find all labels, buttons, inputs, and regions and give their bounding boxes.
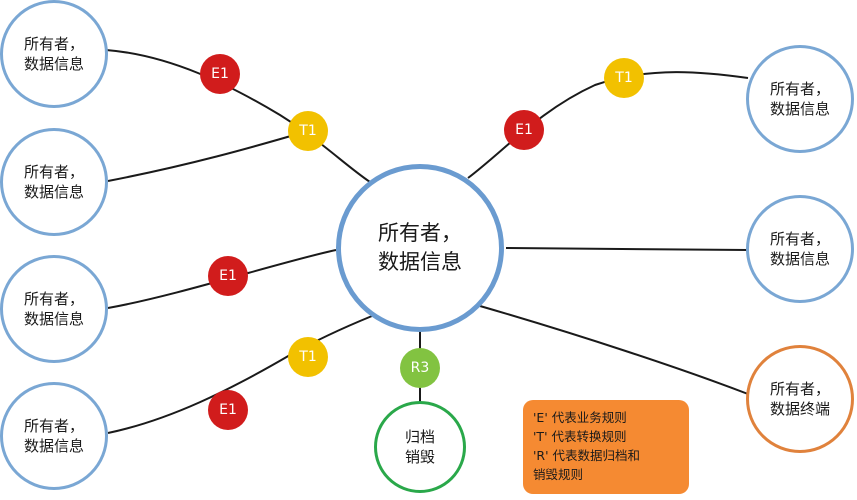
node-label: 所有者， 数据信息 bbox=[769, 230, 830, 268]
legend-box: 'E' 代表业务规则 'T' 代表转换规则 'R' 代表数据归档和 销毁规则 bbox=[523, 400, 689, 494]
node-label: 所有者， 数据信息 bbox=[23, 35, 84, 73]
link-terminal bbox=[479, 305, 749, 395]
node-label: 所有者， 数据信息 bbox=[378, 221, 462, 274]
business-rule-badge: E1 bbox=[200, 54, 240, 94]
link-right-2 bbox=[505, 247, 749, 251]
transform-rule-badge: T1 bbox=[288, 337, 328, 377]
legend-archive-rule-cont: 销毁规则 bbox=[533, 467, 584, 482]
archive-rule-badge: R3 bbox=[400, 348, 440, 388]
node-owner-right-2: 所有者， 数据信息 bbox=[746, 195, 854, 303]
node-owner-right-1: 所有者， 数据信息 bbox=[746, 45, 854, 153]
link-right-1 bbox=[467, 71, 749, 179]
node-label: 所有者， 数据信息 bbox=[23, 290, 84, 328]
node-owner-left-4: 所有者， 数据信息 bbox=[0, 382, 108, 490]
node-label: 所有者， 数据信息 bbox=[23, 417, 84, 455]
node-archive-destroy: 归档 销毁 bbox=[374, 401, 466, 493]
business-rule-badge: E1 bbox=[504, 110, 544, 150]
legend-business-rule: 'E' 代表业务规则 bbox=[533, 410, 627, 425]
node-label: 所有者， 数据信息 bbox=[23, 163, 84, 201]
business-rule-badge: E1 bbox=[208, 390, 248, 430]
node-owner-terminal: 所有者， 数据终端 bbox=[746, 345, 854, 453]
business-rule-badge: E1 bbox=[208, 256, 248, 296]
node-owner-center: 所有者， 数据信息 bbox=[336, 164, 504, 332]
node-label: 所有者， 数据信息 bbox=[769, 80, 830, 118]
node-owner-left-1: 所有者， 数据信息 bbox=[0, 0, 108, 108]
link-left-4 bbox=[107, 315, 373, 434]
node-owner-left-2: 所有者， 数据信息 bbox=[0, 128, 108, 236]
link-left-1 bbox=[105, 49, 371, 183]
node-owner-left-3: 所有者， 数据信息 bbox=[0, 255, 108, 363]
node-label: 所有者， 数据终端 bbox=[769, 380, 830, 418]
legend-transform-rule: 'T' 代表转换规则 bbox=[533, 429, 627, 444]
transform-rule-badge: T1 bbox=[288, 111, 328, 151]
node-label: 归档 销毁 bbox=[404, 428, 435, 466]
legend-archive-rule: 'R' 代表数据归档和 bbox=[533, 448, 641, 463]
link-left-2 bbox=[107, 130, 309, 182]
transform-rule-badge: T1 bbox=[604, 58, 644, 98]
